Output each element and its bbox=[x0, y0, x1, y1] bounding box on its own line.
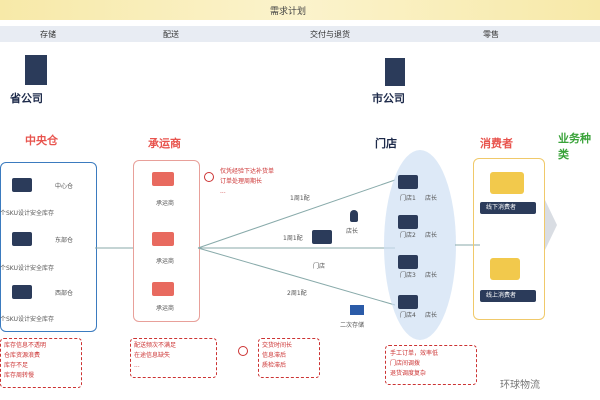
store-flow-label: 门店 bbox=[313, 263, 326, 270]
stage-band bbox=[0, 26, 600, 42]
watermark: 环球物流 bbox=[500, 380, 540, 391]
carrier-issue: 配送频次不满足 bbox=[134, 342, 177, 349]
central-issues-box bbox=[0, 338, 82, 388]
flow-issues-box bbox=[258, 338, 320, 378]
store-label: 门店 bbox=[375, 137, 397, 150]
store-issues-box bbox=[385, 345, 477, 385]
province-label: 省公司 bbox=[10, 92, 43, 105]
store-issue: 退货调度复杂 bbox=[390, 370, 427, 377]
frequency-label: 2周1配 bbox=[287, 290, 307, 297]
store-icon bbox=[312, 230, 332, 244]
offline-consumer-label: 线下消费者 bbox=[486, 204, 517, 211]
store-name: 门店2 bbox=[400, 232, 416, 239]
truck-icon bbox=[152, 232, 174, 246]
carrier-label: 承运商 bbox=[148, 137, 181, 150]
online-consumer-icon bbox=[490, 258, 520, 280]
central-issue: 仓库资源浪费 bbox=[4, 352, 41, 359]
store-name: 门店3 bbox=[400, 272, 416, 279]
store-role: 店长 bbox=[425, 272, 438, 279]
header-band bbox=[0, 0, 600, 20]
offline-consumer-icon bbox=[490, 172, 524, 194]
consumer-label: 消费者 bbox=[480, 137, 513, 150]
truck-icon bbox=[152, 172, 174, 186]
store-issue: 门店间调拨 bbox=[390, 360, 421, 367]
carrier-item: 承运商 bbox=[156, 305, 175, 312]
flow-issue: 信息滞后 bbox=[262, 352, 287, 359]
carrier-issues-box bbox=[130, 338, 217, 378]
warehouse-item: 东部仓 bbox=[55, 237, 74, 244]
warehouse-desc: 个SKU设计安全库存 bbox=[0, 316, 54, 323]
stage-storage: 存储 bbox=[40, 30, 56, 39]
warehouse-icon bbox=[12, 232, 32, 246]
central-warehouse-box bbox=[0, 162, 97, 332]
flow-issue: 交货时间长 bbox=[262, 342, 293, 349]
business-type-label: 业务种类 bbox=[558, 132, 591, 161]
store-icon bbox=[398, 295, 418, 309]
city-building-icon bbox=[385, 58, 405, 86]
stage-distribution: 配送 bbox=[163, 30, 179, 39]
manager-label: 店长 bbox=[346, 228, 359, 235]
store-name: 门店4 bbox=[400, 312, 416, 319]
carrier-top-note: 订单处理周期长 bbox=[220, 178, 263, 185]
carrier-issue: ... bbox=[134, 362, 140, 369]
person-icon bbox=[350, 210, 358, 222]
magnifier-icon bbox=[238, 346, 248, 356]
store-issue: 手工订单，效率低 bbox=[390, 350, 439, 357]
central-issue: 库存不足 bbox=[4, 362, 29, 369]
central-issue: 库存周转慢 bbox=[4, 372, 35, 379]
offline-consumer-tag bbox=[480, 202, 536, 214]
magnifier-icon bbox=[204, 172, 214, 182]
truck-small-icon bbox=[350, 305, 364, 315]
online-consumer-tag bbox=[480, 290, 536, 302]
city-label: 市公司 bbox=[372, 92, 405, 105]
central-issue: 库存信息不透明 bbox=[4, 342, 47, 349]
carrier-box bbox=[133, 160, 200, 322]
warehouse-icon bbox=[12, 285, 32, 299]
online-consumer-label: 线上消费者 bbox=[486, 292, 517, 299]
warehouse-item: 中心仓 bbox=[55, 183, 74, 190]
central-warehouse-label: 中央仓 bbox=[25, 134, 58, 147]
warehouse-icon bbox=[12, 178, 32, 192]
consumer-box bbox=[473, 158, 545, 320]
province-building-icon bbox=[25, 55, 47, 85]
store-role: 店长 bbox=[425, 232, 438, 239]
carrier-issue: 在途信息缺失 bbox=[134, 352, 171, 359]
frequency-label: 1周1配 bbox=[290, 195, 310, 202]
carrier-item: 承运商 bbox=[156, 258, 175, 265]
store-icon bbox=[398, 175, 418, 189]
flow-arrow bbox=[545, 200, 557, 250]
store-icon bbox=[398, 255, 418, 269]
stage-delivery: 交付与退货 bbox=[310, 30, 350, 39]
store-role: 店长 bbox=[425, 312, 438, 319]
warehouse-desc: 个SKU设计安全库存 bbox=[0, 210, 54, 217]
flow-issue: 质检滞后 bbox=[262, 362, 287, 369]
warehouse-item: 西部仓 bbox=[55, 290, 74, 297]
carrier-top-note: 仅凭经验下达补货单 bbox=[220, 168, 275, 175]
store-role: 店长 bbox=[425, 195, 438, 202]
carrier-item: 承运商 bbox=[156, 200, 175, 207]
store-name: 门店1 bbox=[400, 195, 416, 202]
store-icon bbox=[398, 215, 418, 229]
transfer-label: 二次存储 bbox=[340, 322, 365, 329]
stage-retail: 零售 bbox=[483, 30, 499, 39]
carrier-top-note: ... bbox=[220, 188, 226, 195]
warehouse-desc: 个SKU设计安全库存 bbox=[0, 265, 54, 272]
frequency-label: 1周1配 bbox=[283, 235, 303, 242]
header-title: 需求计划 bbox=[270, 7, 307, 17]
truck-icon bbox=[152, 282, 174, 296]
